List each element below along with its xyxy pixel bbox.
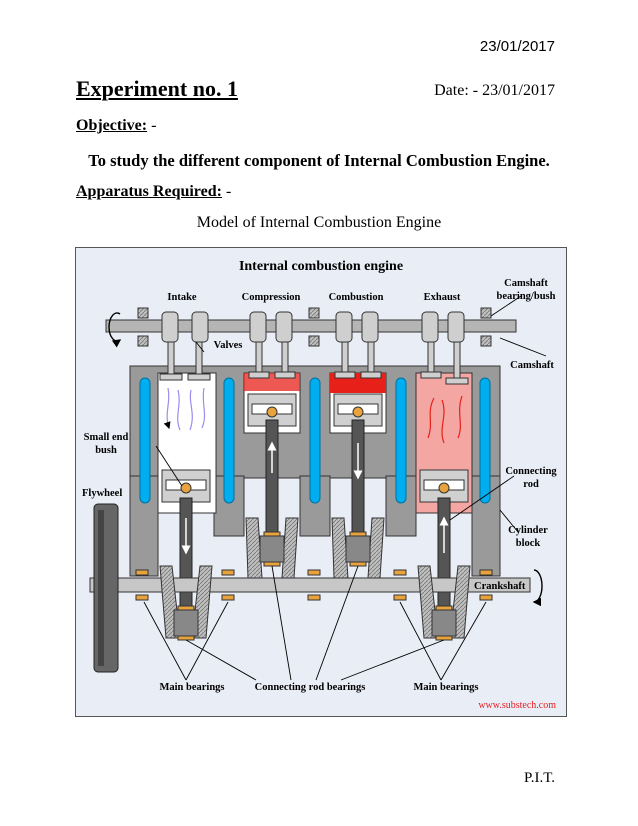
coolant-channel: [139, 377, 151, 504]
crankshaft-rotation-arrow: [532, 569, 543, 607]
engine-diagram-svg: Internal combustion engine Intake Compre…: [82, 259, 557, 711]
label-connecting-rod-line2: rod: [523, 479, 539, 490]
label-valves: Valves: [214, 340, 243, 351]
coolant-channel: [395, 377, 407, 504]
label-main-bearings-right: Main bearings: [413, 682, 478, 693]
diagram-title: Internal combustion engine: [239, 259, 403, 274]
flywheel-rim: [98, 510, 104, 666]
header-date: 23/01/2017: [479, 38, 555, 55]
label-cylinder-block-line2: block: [516, 538, 541, 549]
label-camshaft-bearing-line2: bearing/bush: [497, 291, 556, 302]
label-camshaft-bearing-line1: Camshaft: [504, 278, 548, 289]
connecting-rod-bearings: [177, 531, 453, 641]
label-flywheel: Flywheel: [82, 488, 122, 499]
block-web-2: [299, 475, 331, 537]
leader-lines: [143, 295, 547, 681]
credit-url: www.substech.com: [478, 700, 556, 711]
model-caption: Model of Internal Combustion Engine: [196, 214, 442, 231]
objective-label: Objective:: [76, 117, 148, 134]
label-cylinder-block-line1: Cylinder: [508, 525, 548, 536]
apparatus-suffix: -: [221, 183, 232, 200]
label-camshaft: Camshaft: [510, 360, 554, 371]
label-exhaust: Exhaust: [424, 292, 461, 303]
label-connecting-rod-bearings: Connecting rod bearings: [255, 682, 366, 693]
objective-text: To study the different component of Inte…: [88, 151, 550, 170]
label-combustion: Combustion: [329, 292, 384, 303]
valves: [159, 339, 469, 385]
objective-suffix: -: [147, 117, 157, 134]
block-web-1: [213, 475, 245, 537]
flywheel: [93, 503, 119, 673]
label-compression: Compression: [242, 292, 301, 303]
footer-text: P.I.T.: [524, 770, 555, 786]
rod-direction-arrows: [181, 441, 449, 555]
camshaft-lobes: [161, 311, 465, 343]
intake-flow: [163, 387, 206, 431]
small-end-bushes: [180, 406, 450, 494]
label-intake: Intake: [167, 292, 197, 303]
coolant-channel: [479, 377, 491, 504]
engine-diagram: Internal combustion engine Intake Compre…: [75, 247, 567, 717]
coolant-channel: [309, 377, 321, 504]
experiment-title: Experiment no. 1: [76, 76, 238, 101]
camshaft-bearings: [137, 307, 492, 347]
coolant-channel: [223, 377, 235, 504]
label-crankshaft: Crankshaft: [474, 581, 526, 592]
label-connecting-rod-line1: Connecting: [505, 466, 557, 477]
experiment-date: Date: - 23/01/2017: [434, 82, 555, 99]
label-small-end-line1: Small end: [84, 432, 129, 443]
objective-heading: Objective: -: [76, 117, 156, 135]
main-bearings: [135, 569, 493, 601]
apparatus-heading: Apparatus Required: -: [76, 183, 231, 201]
label-main-bearings-left: Main bearings: [159, 682, 224, 693]
exhaust-flow: [427, 395, 463, 444]
label-small-end-line2: bush: [95, 445, 117, 456]
camshaft-rotation-arrow: [108, 312, 122, 348]
apparatus-label: Apparatus Required:: [76, 183, 222, 200]
